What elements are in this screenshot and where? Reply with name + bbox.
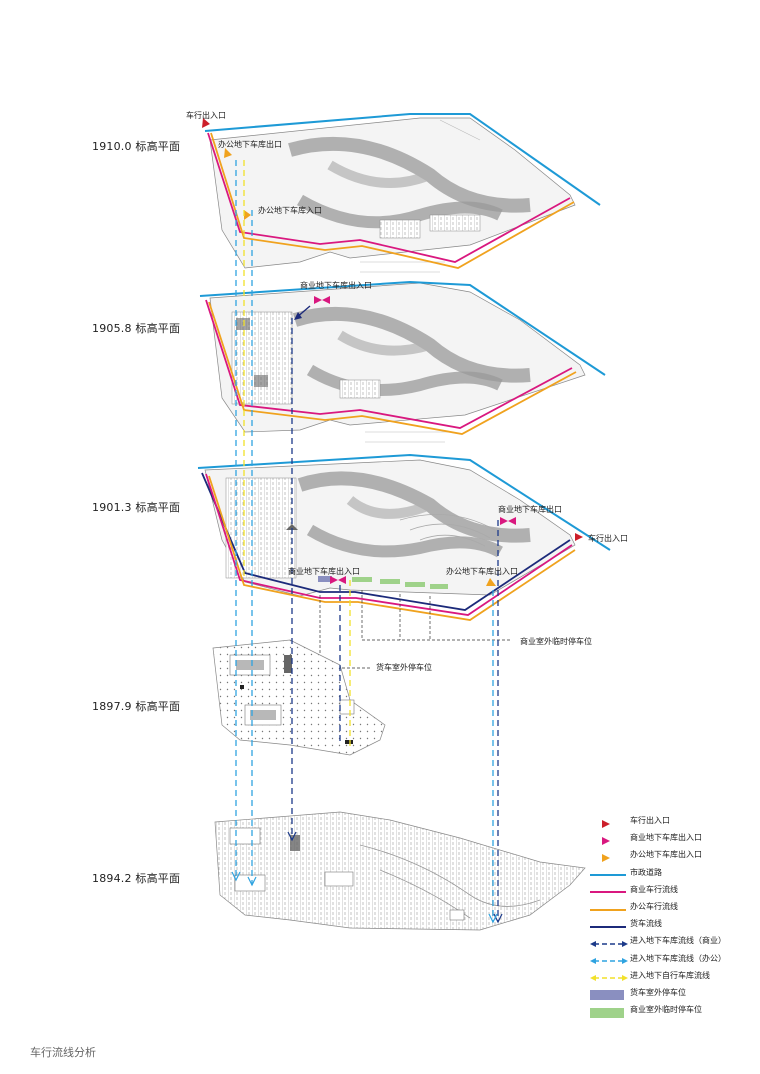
legend-item-vehicle-entrance: 车行出入口 bbox=[588, 812, 753, 829]
legend-item-truck-parking: 货车室外停车位 bbox=[588, 984, 753, 1001]
level-label-1894: 1894.2 标高平面 bbox=[92, 872, 181, 885]
line-swatch-icon bbox=[590, 925, 626, 928]
label-office-garage-1901: 办公地下车库出入口 bbox=[446, 567, 518, 576]
triangle-arrow-icon bbox=[602, 819, 610, 828]
plan-level-1905 bbox=[199, 280, 606, 443]
figure-caption: 车行流线分析 bbox=[30, 1046, 96, 1059]
legend-item-office-underground: 进入地下车库流线（办公） bbox=[588, 950, 753, 967]
label-office-garage-entrance: 办公地下车库入口 bbox=[258, 206, 322, 215]
legend: 车行出入口 商业地下车库出入口 办公地下车库出入口 市政道路 商业车行流线 办公… bbox=[588, 812, 753, 1018]
label-commercial-temp-parking: 商业室外临时停车位 bbox=[520, 637, 592, 646]
legend-item-bike-underground: 进入地下自行车库流线 bbox=[588, 967, 753, 984]
label-truck-outdoor-parking: 货车室外停车位 bbox=[376, 663, 432, 672]
legend-sym-0 bbox=[602, 819, 610, 828]
label-commercial-garage-1905: 商业地下车库出入口 bbox=[300, 281, 372, 290]
level-label-1901: 1901.3 标高平面 bbox=[92, 501, 181, 514]
color-swatch-icon bbox=[590, 990, 624, 1001]
plan-level-1897 bbox=[212, 639, 386, 756]
legend-item-office-flow: 办公车行流线 bbox=[588, 898, 753, 915]
plan-level-1901 bbox=[197, 453, 611, 669]
triangle-arrow-icon bbox=[602, 853, 610, 862]
level-label-1910: 1910.0 标高平面 bbox=[92, 140, 181, 153]
label-vehicle-entrance-top: 车行出入口 bbox=[186, 111, 226, 120]
label-commercial-garage-1901: 商业地下车库出入口 bbox=[288, 567, 360, 576]
line-swatch-icon bbox=[590, 891, 626, 894]
legend-item-truck-flow: 货车流线 bbox=[588, 915, 753, 932]
legend-item-commercial-garage: 商业地下车库出入口 bbox=[588, 829, 753, 846]
color-swatch-icon bbox=[590, 1007, 624, 1018]
legend-item-commercial-flow: 商业车行流线 bbox=[588, 881, 753, 898]
label-vehicle-entrance-right: 车行出入口 bbox=[588, 534, 628, 543]
plan-level-1910 bbox=[202, 113, 601, 273]
label-office-garage-exit: 办公地下车库出口 bbox=[218, 140, 282, 149]
legend-item-commercial-temp-parking: 商业室外临时停车位 bbox=[588, 1001, 753, 1018]
dashed-arrow-icon bbox=[590, 940, 628, 947]
vertical-flow-lines bbox=[231, 160, 503, 924]
level-label-1905: 1905.8 标高平面 bbox=[92, 322, 181, 335]
line-swatch-icon bbox=[590, 874, 626, 877]
dashed-arrow-icon bbox=[590, 975, 628, 982]
legend-item-commercial-underground: 进入地下车库流线（商业） bbox=[588, 932, 753, 949]
label-commercial-garage-exit-1901: 商业地下车库出口 bbox=[498, 505, 562, 514]
triangle-arrow-icon bbox=[602, 836, 610, 845]
line-swatch-icon bbox=[590, 908, 626, 911]
level-label-1897: 1897.9 标高平面 bbox=[92, 700, 181, 713]
dashed-arrow-icon bbox=[590, 958, 628, 965]
plan-level-1894 bbox=[214, 811, 586, 931]
legend-item-municipal-road: 市政道路 bbox=[588, 864, 753, 881]
legend-item-office-garage: 办公地下车库出入口 bbox=[588, 846, 753, 863]
